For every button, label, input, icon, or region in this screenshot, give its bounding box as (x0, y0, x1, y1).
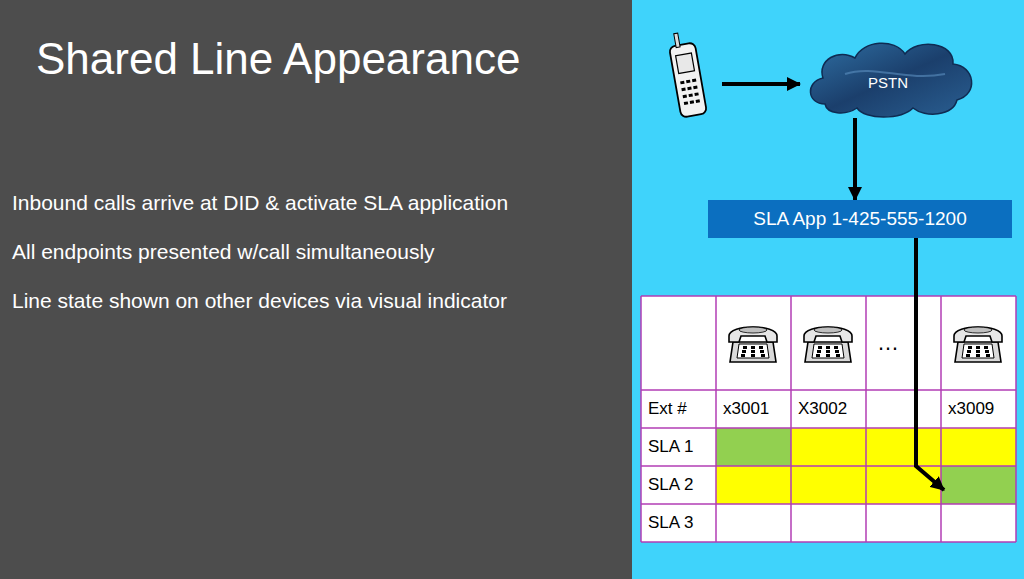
drawing-part (804, 327, 852, 362)
drawing-part (865, 296, 867, 542)
drawing-part (683, 94, 687, 98)
ellipsis-cell: … (866, 296, 910, 390)
table-cell: SLA 1 (641, 428, 716, 466)
drawing-part (692, 79, 696, 83)
table-cell: x3009 (941, 390, 1016, 428)
drawing-part (641, 503, 1016, 505)
bullet-text: Line state shown on other devices via vi… (12, 289, 507, 313)
slide-title: Shared Line Appearance (36, 34, 520, 84)
drawing-part (790, 296, 792, 542)
drawing-part (715, 296, 717, 542)
drawing-part (680, 81, 684, 85)
drawing-part (687, 87, 691, 91)
drawing-part (791, 428, 1016, 466)
drawing-part (729, 327, 777, 362)
network-cloud: PSTN (805, 34, 977, 118)
table-cell: SLA 3 (641, 504, 716, 542)
table-cell: SLA 2 (641, 466, 716, 504)
drawing-part (693, 86, 697, 90)
drawing-part (694, 92, 698, 96)
right-panel (632, 0, 1024, 579)
drawing-part (669, 42, 707, 117)
drawing-part (810, 43, 971, 117)
drawing-part (681, 88, 685, 92)
drawing-part (716, 466, 941, 504)
drawing-part (640, 296, 642, 542)
drawing-part (941, 466, 1016, 504)
table-cell: Ext # (641, 390, 716, 428)
drawing-part (641, 389, 1016, 391)
app-box: SLA App 1-425-555-1200 (708, 200, 1012, 238)
table-cell: x3001 (716, 390, 791, 428)
line-table (641, 296, 1016, 542)
drawing-part (641, 465, 1016, 467)
table-cell: X3002 (791, 390, 866, 428)
drawing-part (641, 427, 1016, 429)
node-label: PSTN (868, 74, 908, 91)
routing-arrow (916, 238, 944, 490)
drawing-part (1015, 296, 1017, 542)
left-panel (0, 0, 632, 579)
drawing-part (641, 296, 1016, 542)
drawing-part (940, 296, 942, 542)
drawing-part (676, 53, 695, 74)
desk-phones (729, 327, 1002, 362)
drawing-part (641, 541, 1016, 543)
bullet-text: All endpoints presented w/call simultane… (12, 240, 435, 264)
bullet-text: Inbound calls arrive at DID & activate S… (12, 191, 508, 215)
drawing-part (641, 296, 1016, 542)
drawing-part (674, 33, 680, 47)
drawing-part (684, 101, 688, 105)
drawing-part (686, 80, 690, 84)
drawing-part (688, 93, 692, 97)
connector-arrow (853, 118, 857, 200)
drawing-part (954, 327, 1002, 362)
node-label: SLA App 1-425-555-1200 (753, 208, 966, 230)
drawing-part (680, 79, 700, 105)
mobile-phone (667, 30, 707, 117)
drawing-part (641, 295, 1016, 297)
call-arrow (722, 82, 800, 86)
drawing-part (696, 99, 700, 103)
drawing-part (690, 100, 694, 104)
drawing-part (716, 428, 791, 466)
